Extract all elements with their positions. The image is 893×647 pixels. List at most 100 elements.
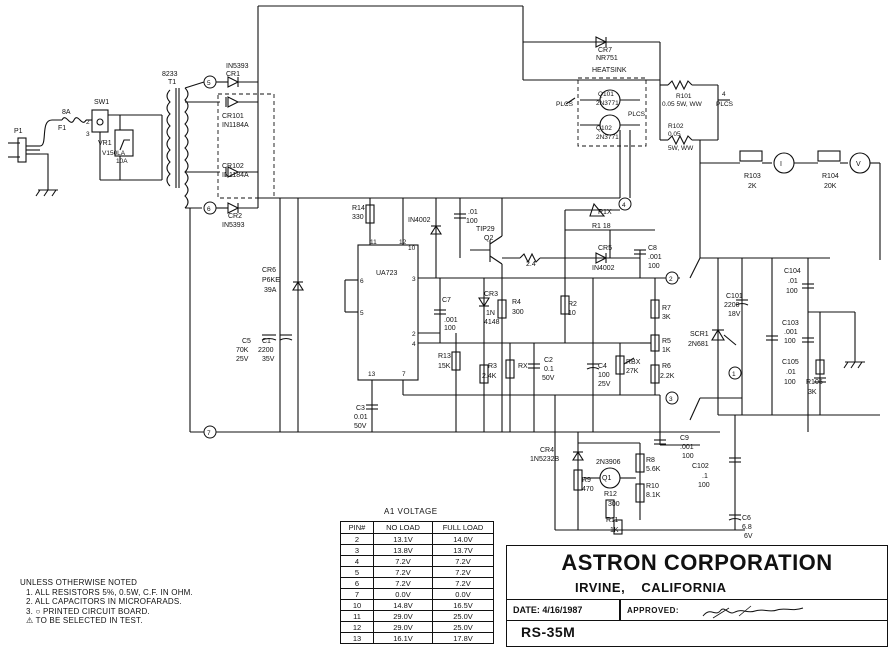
- c4-value-label: 100: [598, 372, 610, 379]
- date-field: DATE: 4/16/1987: [513, 605, 582, 615]
- cell-full-load: 25.0V: [432, 621, 494, 633]
- cell-pin: 4: [340, 555, 374, 567]
- node-4-label: 4: [622, 202, 626, 209]
- cell-full-load: 14.0V: [432, 533, 494, 545]
- note-3: 3. ○ PRINTED CIRCUIT BOARD.: [26, 606, 150, 616]
- c9-voltage-label: 100: [682, 453, 694, 460]
- cap-100-label: 100: [466, 218, 478, 225]
- cell-no-load: 29.0V: [373, 621, 433, 633]
- ua723-section: [344, 130, 680, 432]
- heatsink-label: HEATSINK: [592, 67, 627, 74]
- plcs-count-label: 4: [722, 91, 726, 98]
- note-4: ⚠ TO BE SELECTED IN TEST.: [26, 616, 143, 626]
- signature: [702, 605, 804, 619]
- plcs-mid-label: PLCS: [628, 111, 646, 118]
- c2-voltage-label: 50V: [542, 375, 555, 382]
- power-rails: [189, 197, 720, 433]
- c2-value-label: 0.1: [544, 366, 554, 373]
- scr1-part-label: 2N681: [688, 341, 709, 348]
- ic-pin6-label: 6: [360, 278, 364, 285]
- cell-no-load: 29.0V: [373, 610, 433, 622]
- c3-value-label: 0.01: [354, 414, 368, 421]
- q1-label: Q1: [602, 475, 611, 482]
- city-name: IRVINE,: [575, 580, 626, 595]
- c6-value-label: 6.8: [742, 524, 752, 531]
- r7-value-label: 3K: [662, 314, 671, 321]
- r101-label: R101: [676, 93, 692, 100]
- r102-rating-label: 5W, WW: [668, 145, 694, 152]
- ac-input: [8, 87, 189, 209]
- r4-value-label: 300: [512, 309, 524, 316]
- cell-no-load: 7.2V: [373, 566, 433, 578]
- c101-voltage-label: 18V: [728, 311, 741, 318]
- tip29-label: TIP29: [476, 226, 495, 233]
- p1-label: P1: [14, 128, 23, 135]
- rx-label: RX: [518, 363, 528, 370]
- r10-label: R10: [646, 483, 659, 490]
- plcs-right-label: PLCS: [716, 101, 734, 108]
- node-1-label: 1: [732, 371, 736, 378]
- varistor-part-label: V150LA: [102, 150, 126, 157]
- c4-voltage-label: 25V: [598, 381, 611, 388]
- r1-18-label: R1 18: [592, 223, 611, 230]
- r9-label: R9: [582, 477, 591, 484]
- notes-heading: UNLESS OTHERWISE NOTED: [20, 578, 138, 587]
- r8-label: R8: [646, 457, 655, 464]
- c102-voltage-label: 100: [698, 482, 710, 489]
- cr101-part-label: IN1184A: [222, 122, 249, 129]
- cr7-label: CR7: [598, 47, 612, 54]
- c101-label: C101: [726, 293, 743, 300]
- fuse-rating-label: 8A: [62, 109, 71, 116]
- cell-full-load: 7.2V: [432, 577, 494, 589]
- cell-no-load: 7.2V: [373, 577, 433, 589]
- cr6-label: CR6: [262, 267, 276, 274]
- q101-part-label: 2N3771: [596, 100, 619, 107]
- output-section: [689, 140, 881, 432]
- r104-value-label: 20K: [824, 183, 837, 190]
- q101-label: Q101: [598, 91, 614, 98]
- q102-label: Q102: [596, 125, 612, 132]
- r5-label: R5: [662, 338, 671, 345]
- r105-value-label: 3K: [808, 389, 817, 396]
- c103-value-label: .001: [784, 329, 798, 336]
- node-6-label: 6: [207, 206, 211, 213]
- cr1-part-label: IN5393: [226, 63, 249, 70]
- c1-label: C1: [262, 338, 271, 345]
- c104-voltage-label: 100: [786, 288, 798, 295]
- cr3-label: CR3: [484, 291, 498, 298]
- voltage-table-title: A1 VOLTAGE: [384, 507, 438, 516]
- pcb-nodes: 5 6 7 2 4 3 1: [203, 75, 742, 439]
- date-value: 4/16/1987: [542, 605, 583, 615]
- cell-no-load: 14.8V: [373, 599, 433, 611]
- c5-value-label: 70K: [236, 347, 249, 354]
- cr4-part-label: 1N5232B: [530, 456, 560, 463]
- cr2-label: CR2: [228, 213, 242, 220]
- r-24-label: 2.4: [526, 261, 536, 268]
- c3-voltage-label: 50V: [354, 423, 367, 430]
- c105-label: C105: [782, 359, 799, 366]
- cell-full-load: 7.2V: [432, 555, 494, 567]
- col-full-load: FULL LOAD: [432, 521, 494, 534]
- varistor-label: VR1: [98, 140, 112, 147]
- r103-label: R103: [744, 173, 761, 180]
- crowbar-section: [554, 395, 745, 535]
- r10-value-label: 8.1K: [646, 492, 661, 499]
- r105-label: R105: [806, 379, 823, 386]
- r102-value-label: 0.05: [668, 131, 681, 138]
- meter-v-label: V: [856, 161, 861, 168]
- rbx-value-label: 27K: [626, 368, 639, 375]
- c8-value-label: .001: [648, 254, 662, 261]
- c5-label: C5: [242, 338, 251, 345]
- in4002-label: IN4002: [408, 217, 431, 224]
- c4-label: C4: [598, 363, 607, 370]
- r2-value-label: 10: [568, 310, 576, 317]
- sw-pin2-label: 2: [86, 119, 90, 126]
- r1x-label: R1X: [598, 209, 612, 216]
- cell-no-load: 13.8V: [373, 544, 433, 556]
- cell-pin: 12: [340, 621, 374, 633]
- r6-value-label: 2.2K: [660, 373, 675, 380]
- ic-pin4-label: 4: [412, 341, 416, 348]
